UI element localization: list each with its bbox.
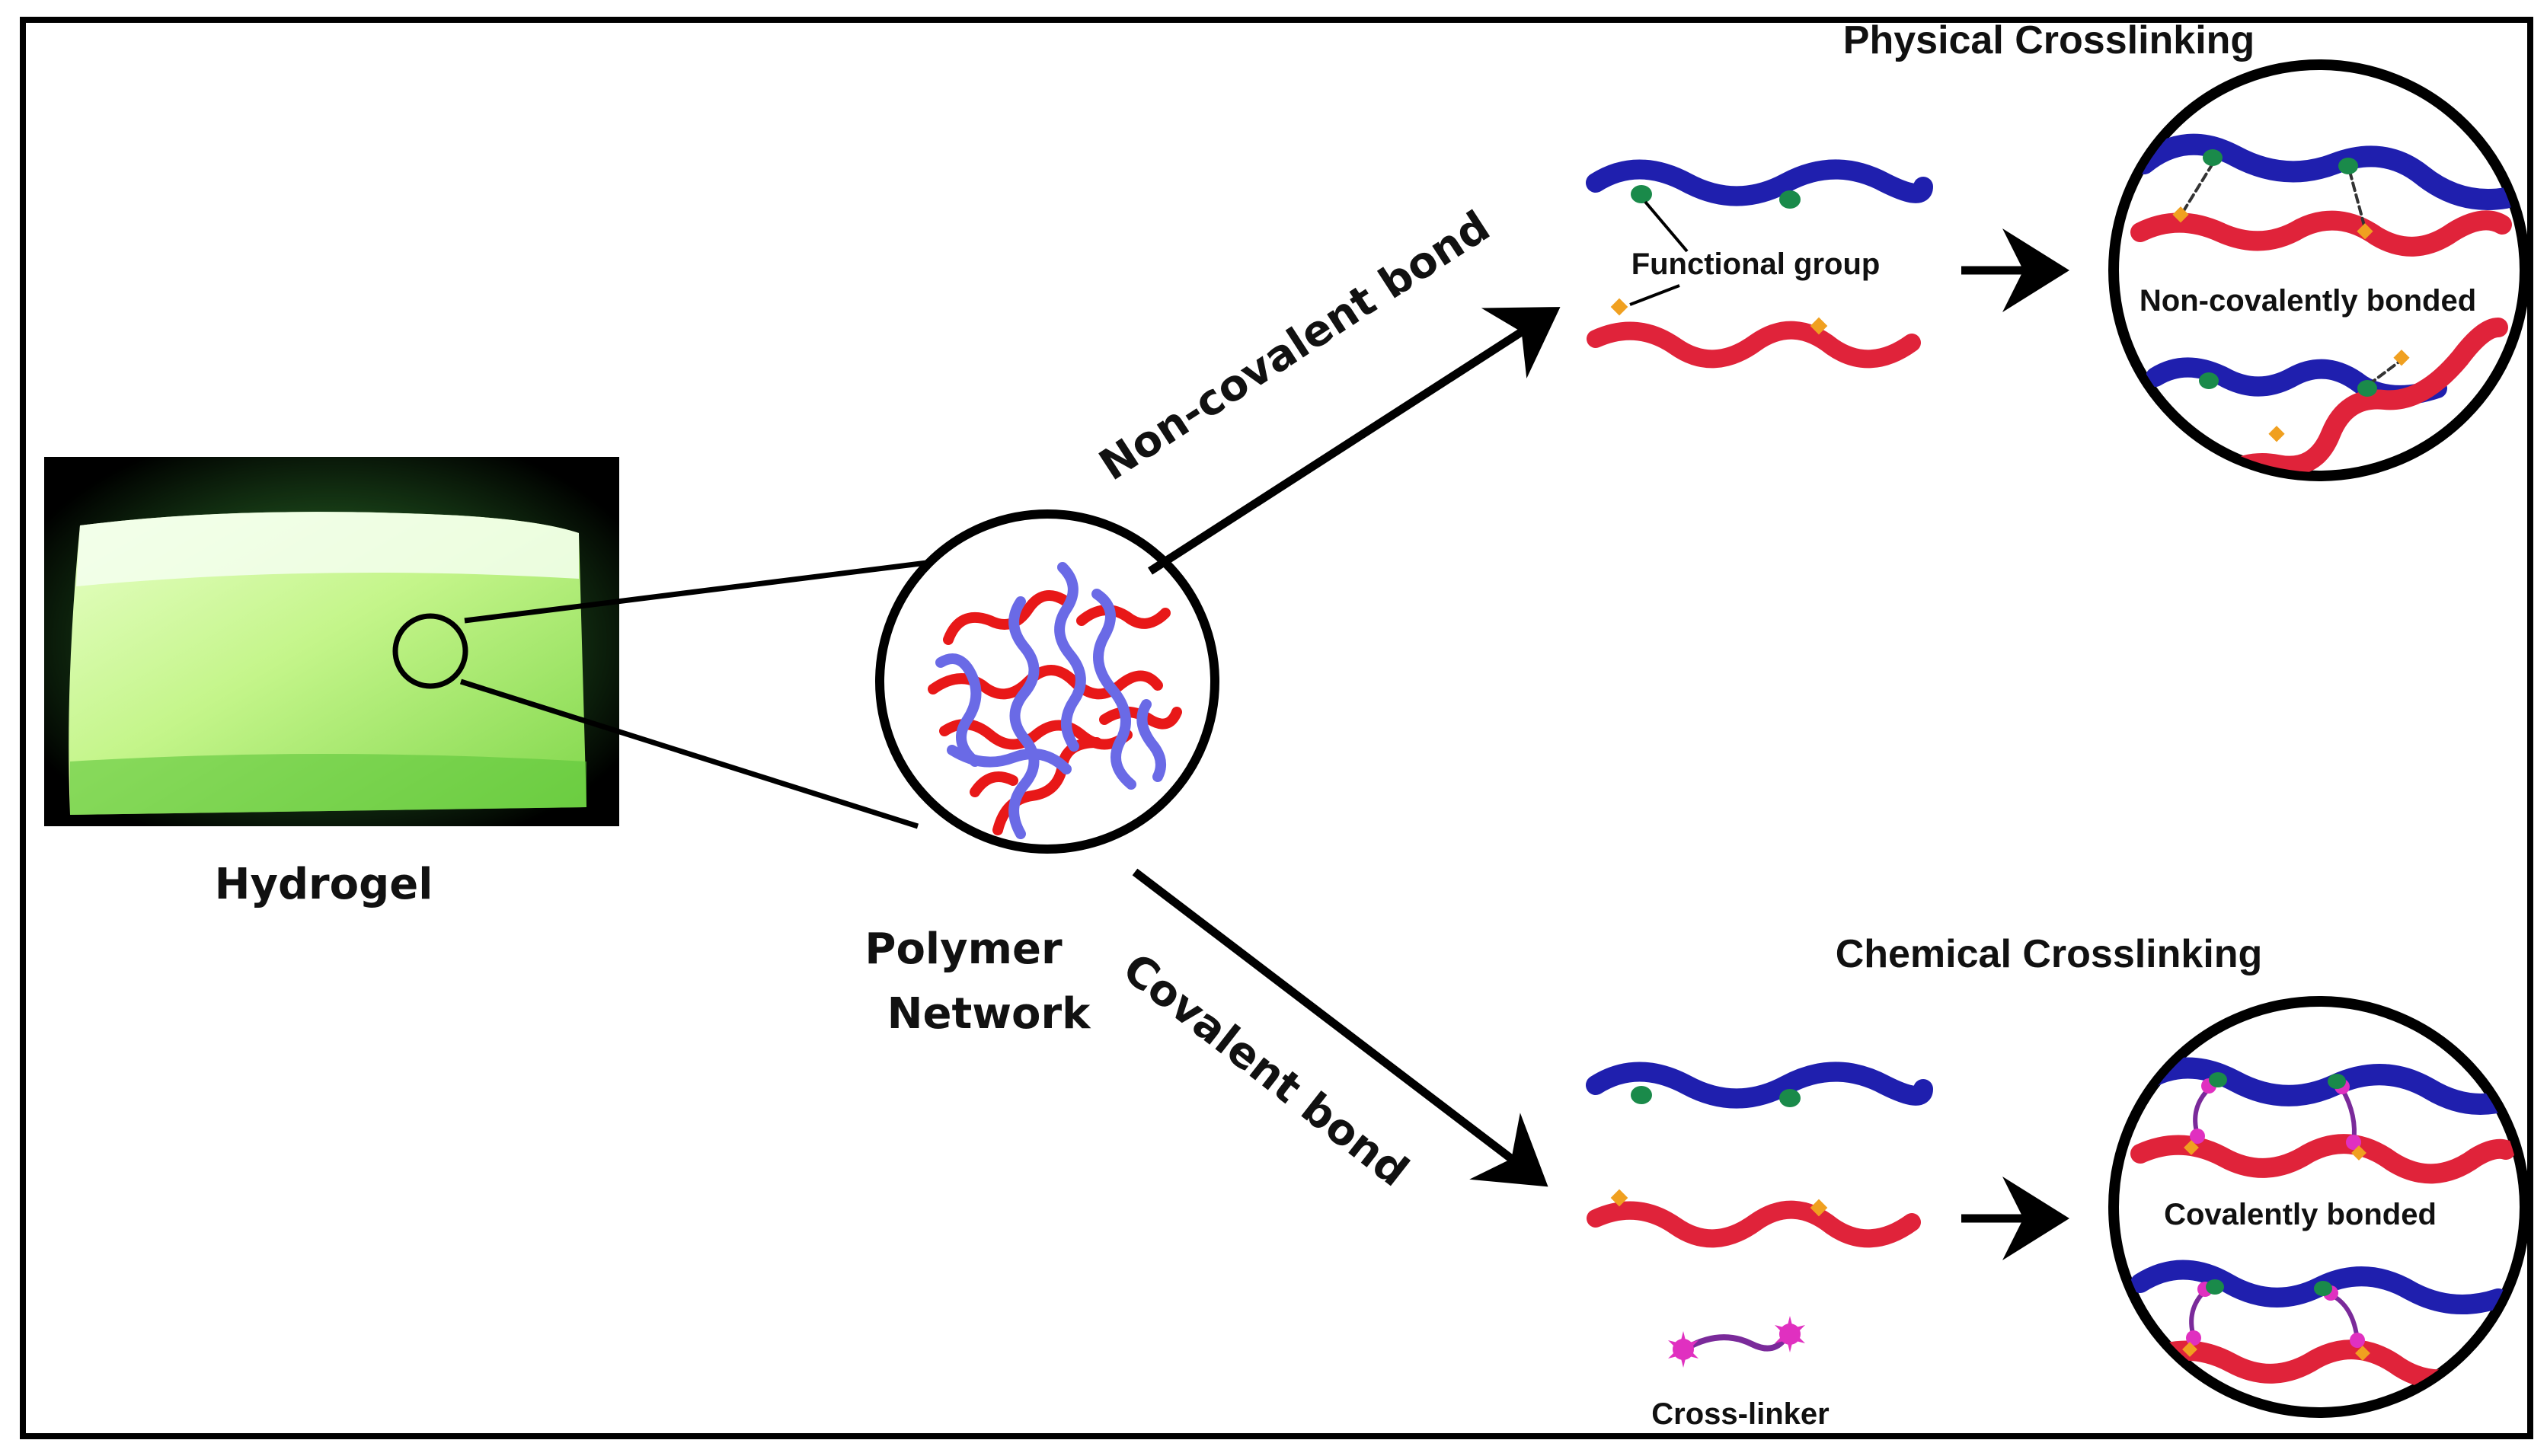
chemical-title: Chemical Crosslinking [1836,932,2263,976]
functional-pointer-top [1644,200,1689,253]
crosslinker-icon [1668,1316,1805,1368]
chemical-red-chain [1587,1200,1921,1248]
physical-blue-chain [1586,159,1933,206]
physical-title: Physical Crosslinking [1843,18,2255,62]
physical-red-chain [1587,321,1921,369]
chemical-result-circle [2108,996,2530,1418]
functional-green-dot [1631,185,1652,203]
functional-green-dot [1779,1089,1801,1107]
polymer-network [875,509,1219,854]
physical-chains [1586,159,1933,369]
functional-green-dot [1779,190,1801,209]
functional-orange-diamond [1810,1199,1828,1217]
network-label-line2: Network [887,989,1091,1039]
covalent-arrow-label: Covalent bond [1114,944,1417,1197]
noncovalent-arrow [1148,307,1561,575]
chemical-chains [1586,1062,1933,1248]
chemical-result-label: Covalently bonded [2164,1198,2437,1231]
physical-result-circle [2108,59,2530,481]
zoom-line-top [464,559,934,624]
hydrogel-photo [44,457,619,826]
network-label-line1: Polymer [864,924,1063,974]
figure-frame [20,17,2533,1439]
covalent-arrow [1132,868,1548,1187]
functional-orange-diamond [1610,1189,1628,1207]
functional-orange-diamond [1610,298,1628,316]
functional-orange-diamond [1810,317,1828,335]
functional-group-label: Functional group [1631,247,1881,281]
crosslinker-label: Cross-linker [1651,1397,1829,1431]
noncovalent-arrow-label: Non-covalent bond [1091,202,1498,490]
zoom-circle-small [392,613,468,689]
zoom-line-bottom [459,679,919,829]
functional-pointer-bottom [1629,284,1680,306]
functional-green-dot [1631,1086,1652,1104]
physical-result-label: Non-covalently bonded [2140,284,2476,318]
hydrogel-label: Hydrogel [215,860,433,909]
chemical-blue-chain [1586,1062,1933,1109]
